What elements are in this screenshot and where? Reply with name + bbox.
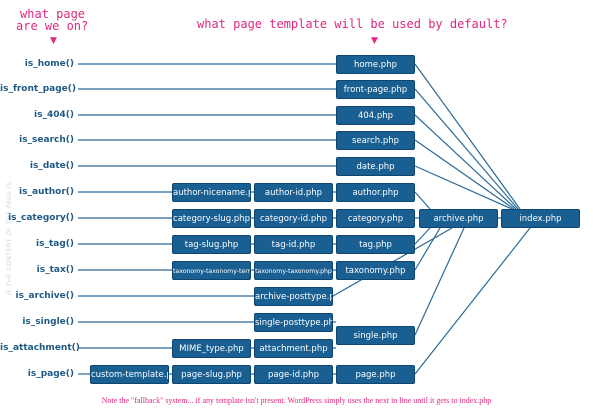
template-custom-template-php: custom-template.php	[90, 365, 169, 384]
template-taxonomy-taxonomy-php: taxonomy-taxonomy.php	[254, 261, 333, 280]
template-archive-php: archive.php	[419, 209, 498, 228]
template-taxonomy-taxonomy-term-php: taxonomy-taxonomy-term.php	[172, 261, 251, 280]
condition-is-home: is_home()	[24, 59, 74, 69]
condition-is-tag: is_tag()	[36, 239, 74, 249]
connector-line	[414, 227, 431, 245]
condition-is-author: is_author()	[19, 187, 74, 197]
template-taxonomy-php: taxonomy.php	[336, 261, 415, 280]
template-front-page-php: front-page.php	[336, 80, 415, 99]
condition-is-search: is_search()	[19, 135, 74, 145]
template-home-php: home.php	[336, 55, 415, 74]
condition-is-date: is_date()	[29, 161, 74, 171]
footer-note: Note the "fallback" system... if any tem…	[101, 396, 492, 405]
condition-is-404: is_404()	[34, 110, 74, 120]
template-page-id-php: page-id.php	[254, 365, 333, 384]
connector-line	[414, 227, 531, 375]
template-404-php: 404.php	[336, 106, 415, 125]
arrow-down-icon: ▼	[371, 36, 378, 46]
condition-is-archive: is_archive()	[15, 291, 74, 301]
template-single-php: single.php	[336, 326, 415, 345]
header-left-line2: are we on?	[16, 19, 89, 33]
connector-line	[414, 191, 431, 210]
template-date-php: date.php	[336, 157, 415, 176]
template-author-nicename-php: author-nicename.php	[172, 183, 251, 202]
template-archive-posttype-php: archive-posttype.php	[254, 287, 333, 306]
connector-line	[414, 139, 515, 210]
template-category-php: category.php	[336, 209, 415, 228]
template-search-php: search.php	[336, 131, 415, 150]
connector-line	[414, 227, 441, 271]
connector-line	[414, 63, 521, 210]
template-index-php: index.php	[501, 209, 580, 228]
template-single-posttype-php: single-posttype.php	[254, 313, 333, 332]
template-category-slug-php: category-slug.php	[172, 209, 251, 228]
condition-is-page: is_page()	[27, 369, 74, 379]
connector-line	[414, 114, 517, 210]
template-page-php: page.php	[336, 365, 415, 384]
header-center: what page template will be used by defau…	[197, 17, 508, 31]
condition-is-front-page: is_front_page()	[0, 84, 76, 94]
header-left-line1: what page	[20, 7, 86, 21]
template-mime-type-php: MIME_type.php	[172, 339, 251, 358]
template-tag-id-php: tag-id.php	[254, 235, 333, 254]
connector-line	[414, 227, 465, 336]
template-category-id-php: category-id.php	[254, 209, 333, 228]
connector-line	[414, 88, 519, 210]
condition-is-single: is_single()	[22, 317, 74, 327]
template-tag-php: tag.php	[336, 235, 415, 254]
condition-is-category: is_category()	[8, 213, 74, 223]
template-author-php: author.php	[336, 183, 415, 202]
template-author-id-php: author-id.php	[254, 183, 333, 202]
arrow-down-icon: ▼	[50, 36, 57, 46]
connector-line	[414, 165, 513, 210]
condition-is-attachment: is_attachment()	[0, 343, 80, 353]
condition-is-tax: is_tax()	[36, 265, 74, 275]
template-page-slug-php: page-slug.php	[172, 365, 251, 384]
template-attachment-php: attachment.php	[254, 339, 333, 358]
template-tag-slug-php: tag-slug.php	[172, 235, 251, 254]
